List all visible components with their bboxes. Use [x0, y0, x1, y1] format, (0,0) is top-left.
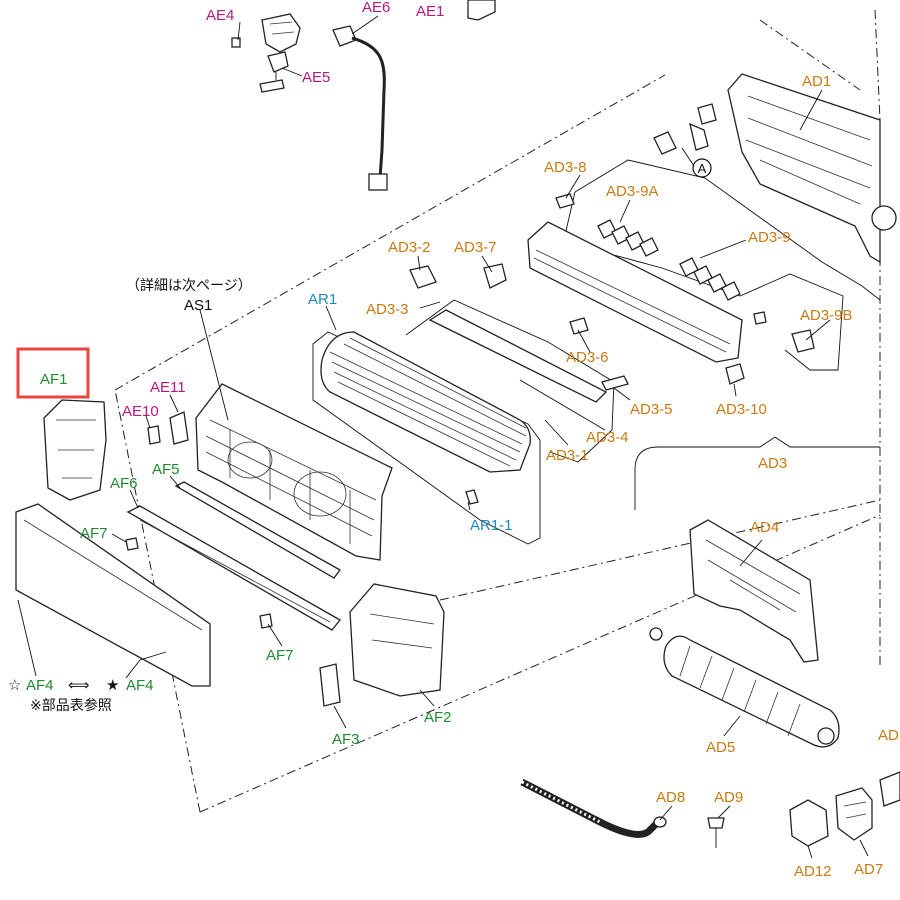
label-ad3-9: AD3-9	[748, 229, 791, 246]
label-ar1-1: AR1-1	[470, 517, 513, 534]
label-ad5: AD5	[706, 739, 735, 756]
label-ad3-2: AD3-2	[388, 239, 431, 256]
note-detail-next-page: （詳細は次ページ）	[126, 278, 252, 294]
label-ae6: AE6	[362, 0, 390, 16]
af1-side-cover	[43, 399, 107, 501]
label-ar1: AR1	[308, 291, 337, 308]
label-af7-b: AF7	[266, 647, 294, 664]
ad3-9b-motor	[753, 311, 815, 353]
af1-highlight-box[interactable]	[16, 347, 90, 399]
af4-right-label: AF4	[126, 677, 154, 694]
af4-left-marker: ☆	[8, 677, 21, 694]
ae6-cable-part	[332, 25, 388, 191]
ae5-sensor-part	[259, 51, 289, 93]
label-ad4: AD4	[750, 519, 779, 536]
label-ad1: AD1	[802, 73, 831, 90]
ad8-drain-hose	[520, 778, 667, 838]
af1-highlight[interactable]: AF1	[16, 347, 90, 399]
label-af7-a: AF7	[80, 525, 108, 542]
af5-rail	[174, 481, 341, 579]
label-ad12: AD12	[794, 863, 832, 880]
label-ad9: AD9	[714, 789, 743, 806]
ad-cut-part	[879, 771, 900, 807]
circle-a-text: A	[698, 161, 707, 176]
ad3-9a-louver-set	[597, 219, 741, 301]
ad3-4-louver	[428, 309, 608, 403]
label-ad3-5: AD3-5	[630, 401, 673, 418]
af7-clip-b	[259, 613, 273, 629]
leader-lines	[17, 15, 869, 859]
label-af2: AF2	[424, 709, 452, 726]
af3-terminal	[319, 663, 341, 707]
ae10-part	[147, 425, 161, 445]
ad7-part	[835, 787, 873, 841]
ad3-5-spring	[601, 375, 629, 391]
af4-left-label: AF4	[26, 677, 54, 694]
label-ad3-1: AD3-1	[546, 447, 589, 464]
label-af3: AF3	[332, 731, 360, 748]
ae4-clip-part	[231, 13, 301, 53]
ad1-chassis-part	[653, 73, 897, 264]
label-ad3-9b: AD3-9B	[800, 307, 853, 324]
ar1-heat-exchanger	[320, 331, 531, 505]
ad5-fan	[649, 627, 840, 748]
ae11-part	[169, 411, 189, 445]
label-ad3-9a: AD3-9A	[606, 183, 659, 200]
ad4-mounting-plate	[689, 519, 819, 663]
ad3-8-screw	[555, 193, 575, 209]
label-ad8: AD8	[656, 789, 685, 806]
af7-clip-a	[125, 537, 139, 551]
af4-arrow: ⟺	[68, 677, 90, 694]
label-ad3-7: AD3-7	[454, 239, 497, 256]
label-ad3-3: AD3-3	[366, 301, 409, 318]
label-as1: AS1	[184, 297, 212, 314]
ae1-box-part	[467, 0, 496, 21]
ad9-screw	[707, 817, 725, 848]
label-ae11: AE11	[150, 379, 186, 396]
ad3-group-bracket	[634, 436, 880, 510]
af4-right-marker: ★	[106, 677, 119, 694]
circle-a-marker: A	[681, 147, 712, 178]
label-ad7: AD7	[854, 861, 883, 878]
label-ae10: AE10	[122, 403, 159, 420]
label-ae5: AE5	[302, 69, 330, 86]
as1-main-frame	[195, 383, 393, 561]
ad12-part	[789, 799, 829, 847]
label-af5: AF5	[152, 461, 180, 478]
label-af6: AF6	[110, 475, 138, 492]
front-panel-part	[15, 503, 211, 687]
label-ae1: AE1	[416, 3, 444, 20]
ad3-7-clip	[483, 263, 507, 289]
ad3-drain-pan-part	[527, 221, 743, 363]
label-ad-cut: AD	[878, 727, 899, 744]
label-ad3-8: AD3-8	[544, 159, 587, 176]
af4-equivalence: ☆ AF4 ⟺ ★ AF4	[8, 677, 154, 694]
label-ae4: AE4	[206, 7, 234, 24]
label-af1: AF1	[40, 371, 68, 388]
ad3-2-motor	[409, 265, 437, 289]
notes: （詳細は次ページ） ※部品表参照	[30, 278, 252, 714]
af2-control-box	[349, 583, 445, 697]
label-ad3-4: AD3-4	[586, 429, 629, 446]
label-ad3-6: AD3-6	[566, 349, 609, 366]
ad3-6-clip	[569, 317, 589, 335]
label-ad3: AD3	[758, 455, 787, 472]
af6-rail	[126, 505, 341, 631]
part-labels: AE4 AE6 AE1 AE5 AD1 AD3-8 AD3-9A AD3-9 A…	[80, 0, 899, 880]
label-ad3-10: AD3-10	[716, 401, 767, 418]
ad3-10-cap	[725, 363, 745, 385]
note-see-parts-table: ※部品表参照	[30, 697, 112, 714]
